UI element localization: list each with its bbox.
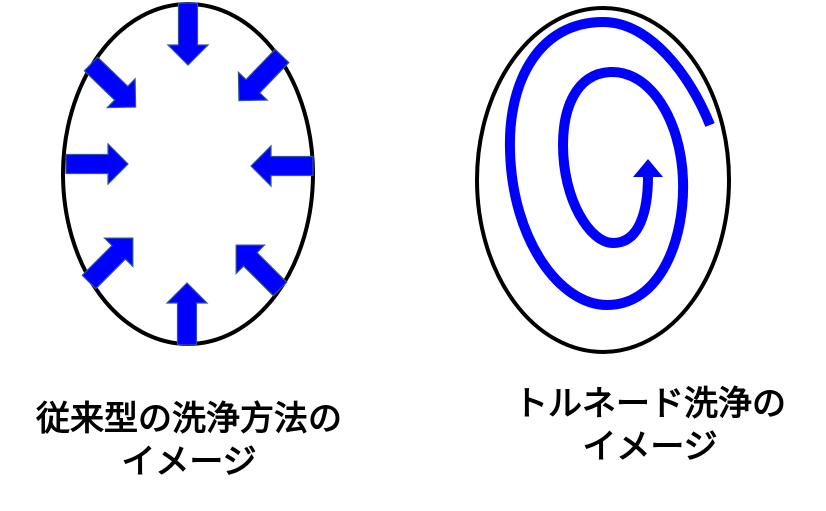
arrow-left-icon	[65, 143, 129, 185]
conventional-caption-line2: イメージ	[121, 442, 257, 482]
arrow-top-right-icon	[223, 41, 297, 116]
arrow-bottom-icon	[166, 282, 208, 346]
tornado-caption-line2: イメージ	[582, 427, 718, 467]
arrow-bottom-right-icon	[221, 230, 295, 304]
conventional-cleaning-diagram	[61, 2, 315, 346]
arrow-right-icon	[250, 145, 314, 187]
arrow-top-left-icon	[76, 49, 151, 123]
container-outline	[475, 6, 731, 354]
tornado-caption: トルネード洗浄の イメージ	[490, 383, 810, 469]
tornado-caption-line1: トルネード洗浄の	[514, 384, 786, 424]
arrow-bottom-left-icon	[74, 223, 148, 297]
spiral-flow-icon	[504, 16, 715, 311]
conventional-caption-line1: 従来型の洗浄方法の	[36, 399, 342, 439]
conventional-caption: 従来型の洗浄方法の イメージ	[0, 398, 378, 484]
spiral-arrowhead-icon	[633, 159, 663, 177]
arrow-top-icon	[167, 2, 209, 66]
tornado-cleaning-diagram	[475, 6, 731, 354]
